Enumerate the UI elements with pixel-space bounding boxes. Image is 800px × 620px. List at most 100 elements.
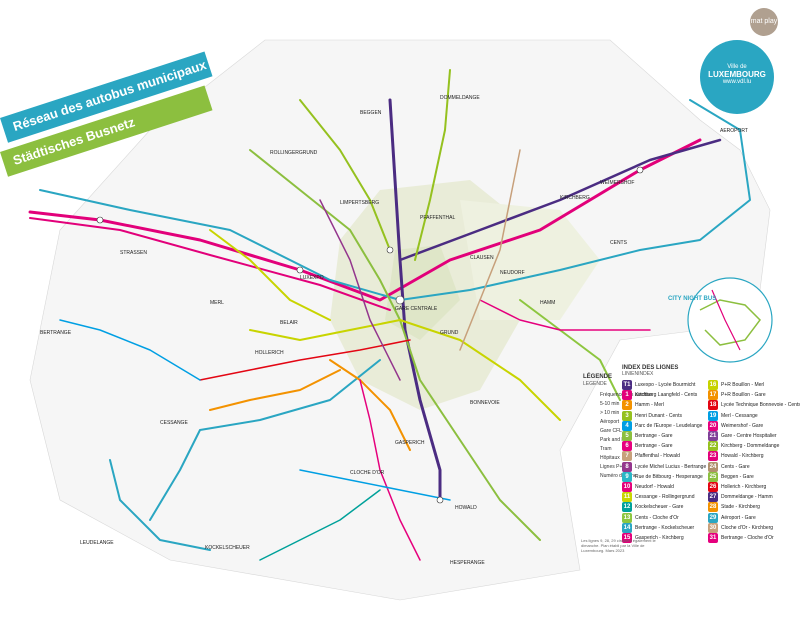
line-number-badge: 8 bbox=[622, 461, 632, 472]
bus-lines bbox=[28, 69, 751, 561]
line-number-badge: 23 bbox=[708, 451, 718, 462]
line-route-label: Gasperich - Kirchberg bbox=[635, 535, 684, 541]
line-number-badge: 22 bbox=[708, 441, 718, 452]
line-route-label: Pfaffenthal - Howald bbox=[635, 453, 680, 460]
line-route-label: Merl - Cessange bbox=[721, 412, 758, 419]
legend-item: Park and Ride bbox=[600, 437, 632, 443]
line-number-badge: 18 bbox=[708, 400, 718, 411]
place-label: AEROPORT bbox=[720, 128, 748, 134]
place-label: CLAUSEN bbox=[470, 255, 494, 261]
line-route-label: Cents - Gare bbox=[721, 463, 750, 470]
place-label: KOCKELSCHEUER bbox=[205, 545, 250, 551]
line-route-label: Lycée Michel Lucius - Bertrange bbox=[635, 463, 707, 470]
line-route-label: Aéroport - Gare bbox=[721, 514, 756, 521]
place-label: GRUND bbox=[440, 330, 459, 336]
line-route-label: Cents - Cloche d'Or bbox=[635, 514, 679, 521]
place-label: GARE CENTRALE bbox=[395, 306, 438, 312]
legend-item: Numéro de ligne bbox=[600, 473, 637, 479]
line-number-badge: 2 bbox=[622, 400, 632, 411]
line-number-badge: 17 bbox=[708, 390, 718, 401]
line-number-badge: 28 bbox=[708, 502, 718, 513]
night-bus-inset bbox=[687, 277, 773, 363]
line-route-label: Hamm - Merl bbox=[635, 402, 664, 409]
line-route-label: Kirchberg Laangfeld - Cents bbox=[635, 392, 698, 399]
place-label: STRASSEN bbox=[120, 250, 147, 256]
line-route-label: Kirchberg - Dommeldange bbox=[721, 443, 780, 450]
legend-subtitle: LEGENDE bbox=[583, 381, 607, 387]
place-label: BEGGEN bbox=[360, 110, 382, 116]
place-label: HAMM bbox=[540, 300, 556, 306]
vdl-logo-line1: Ville de bbox=[727, 64, 747, 70]
place-label: DOMMELDANGE bbox=[440, 95, 480, 101]
place-label: BERTRANGE bbox=[40, 330, 72, 336]
line-route-label: Bertrange - Gare bbox=[635, 443, 673, 450]
line-number-badge: 21 bbox=[708, 431, 718, 441]
line-number-badge: 24 bbox=[708, 461, 718, 472]
vdl-logo-line3: www.vdl.lu bbox=[722, 79, 752, 85]
line-route-label: Bertrange - Kockelscheuer bbox=[635, 524, 695, 531]
place-label: HESPERANGE bbox=[450, 560, 485, 566]
place-label: CLOCHE D'OR bbox=[350, 470, 385, 476]
line-number-badge: 15 bbox=[622, 533, 632, 543]
line-route-label: Rue de Bitbourg - Hesperange bbox=[635, 473, 703, 480]
line-number-badge: 26 bbox=[708, 482, 718, 492]
legend-item: Tram bbox=[600, 446, 612, 452]
place-label: WEIMERSHOF bbox=[600, 180, 635, 186]
night-bus-title: CITY NIGHT BUS bbox=[668, 296, 717, 302]
line-number-badge: T1 bbox=[622, 380, 632, 390]
vdl-logo: Ville de LUXEMBOURG www.vdl.lu bbox=[700, 40, 774, 114]
line-route-label: Weimershof - Gare bbox=[721, 422, 764, 429]
line-number-badge: 9 bbox=[622, 471, 632, 482]
line-route-label: Bertrange - Gare bbox=[635, 433, 673, 439]
line-route-label: Neudorf - Howald bbox=[635, 484, 674, 490]
place-label: PFAFFENTHAL bbox=[420, 215, 456, 221]
place-label: GASPERICH bbox=[395, 440, 425, 446]
legend-item: Lignes P+R bbox=[600, 464, 626, 470]
line-number-badge: 29 bbox=[708, 512, 718, 523]
line-route-label: Henri Dunant - Cents bbox=[635, 412, 682, 419]
line-number-badge: 5 bbox=[622, 431, 632, 441]
line-number-badge: 20 bbox=[708, 420, 718, 431]
place-label: HOLLERICH bbox=[255, 350, 284, 356]
line-number-badge: 10 bbox=[622, 482, 632, 492]
legend-title: LÉGENDE bbox=[583, 374, 613, 380]
legend-item: Aéroport bbox=[600, 419, 620, 425]
line-route-label: Howald - Kirchberg bbox=[721, 453, 764, 460]
line-number-badge: 3 bbox=[622, 410, 632, 421]
line-number-badge: 12 bbox=[622, 502, 632, 513]
legend-item: Gare CFL bbox=[600, 428, 622, 434]
place-label: NEUDORF bbox=[500, 270, 525, 276]
